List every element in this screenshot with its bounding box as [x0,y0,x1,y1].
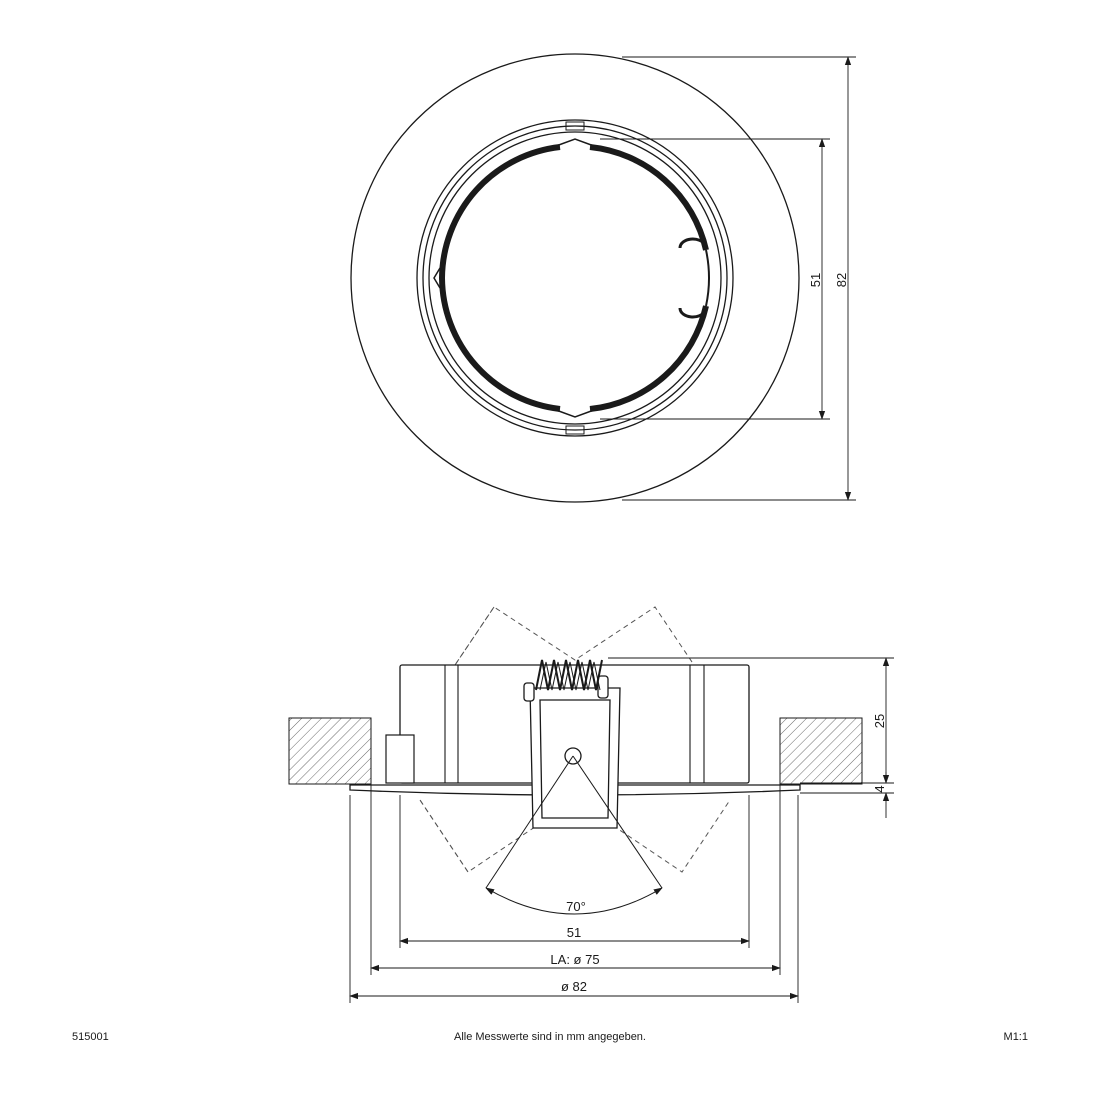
top-view-dimensions [600,56,856,501]
dimension-height-label: 25 [872,714,887,728]
beam-angle-lines [485,755,663,915]
ceiling-section-right [779,717,863,785]
measurement-note: Alle Messwerte sind in mm angegeben. [454,1031,646,1043]
dimension-body-label: 51 [567,925,581,940]
retaining-spring-ring [433,138,710,418]
connector-block [385,734,415,784]
housing-ring-mid [422,125,728,431]
outer-flange-ring [350,53,800,503]
housing-ring-outer [416,119,734,437]
side-view-dimensions [349,657,894,1003]
scale-label: M1:1 [1003,1031,1028,1043]
dimension-cutout-label: LA: ø 75 [550,952,599,967]
dimension-angle-label: 70° [566,899,586,914]
dimension-inner-diameter-label: 51 [808,273,823,287]
tilt-range-outlines [419,606,731,873]
ceiling-section-left [288,717,372,785]
coil-spring [535,659,603,691]
housing-ring-inner [428,131,722,425]
article-number: 515001 [72,1031,109,1043]
dimension-diameter-label: ø 82 [561,979,587,994]
dimension-outer-diameter-label: 82 [834,273,849,287]
dimension-flange-label: 4 [872,785,887,792]
side-view [288,606,863,915]
top-view [350,53,800,503]
